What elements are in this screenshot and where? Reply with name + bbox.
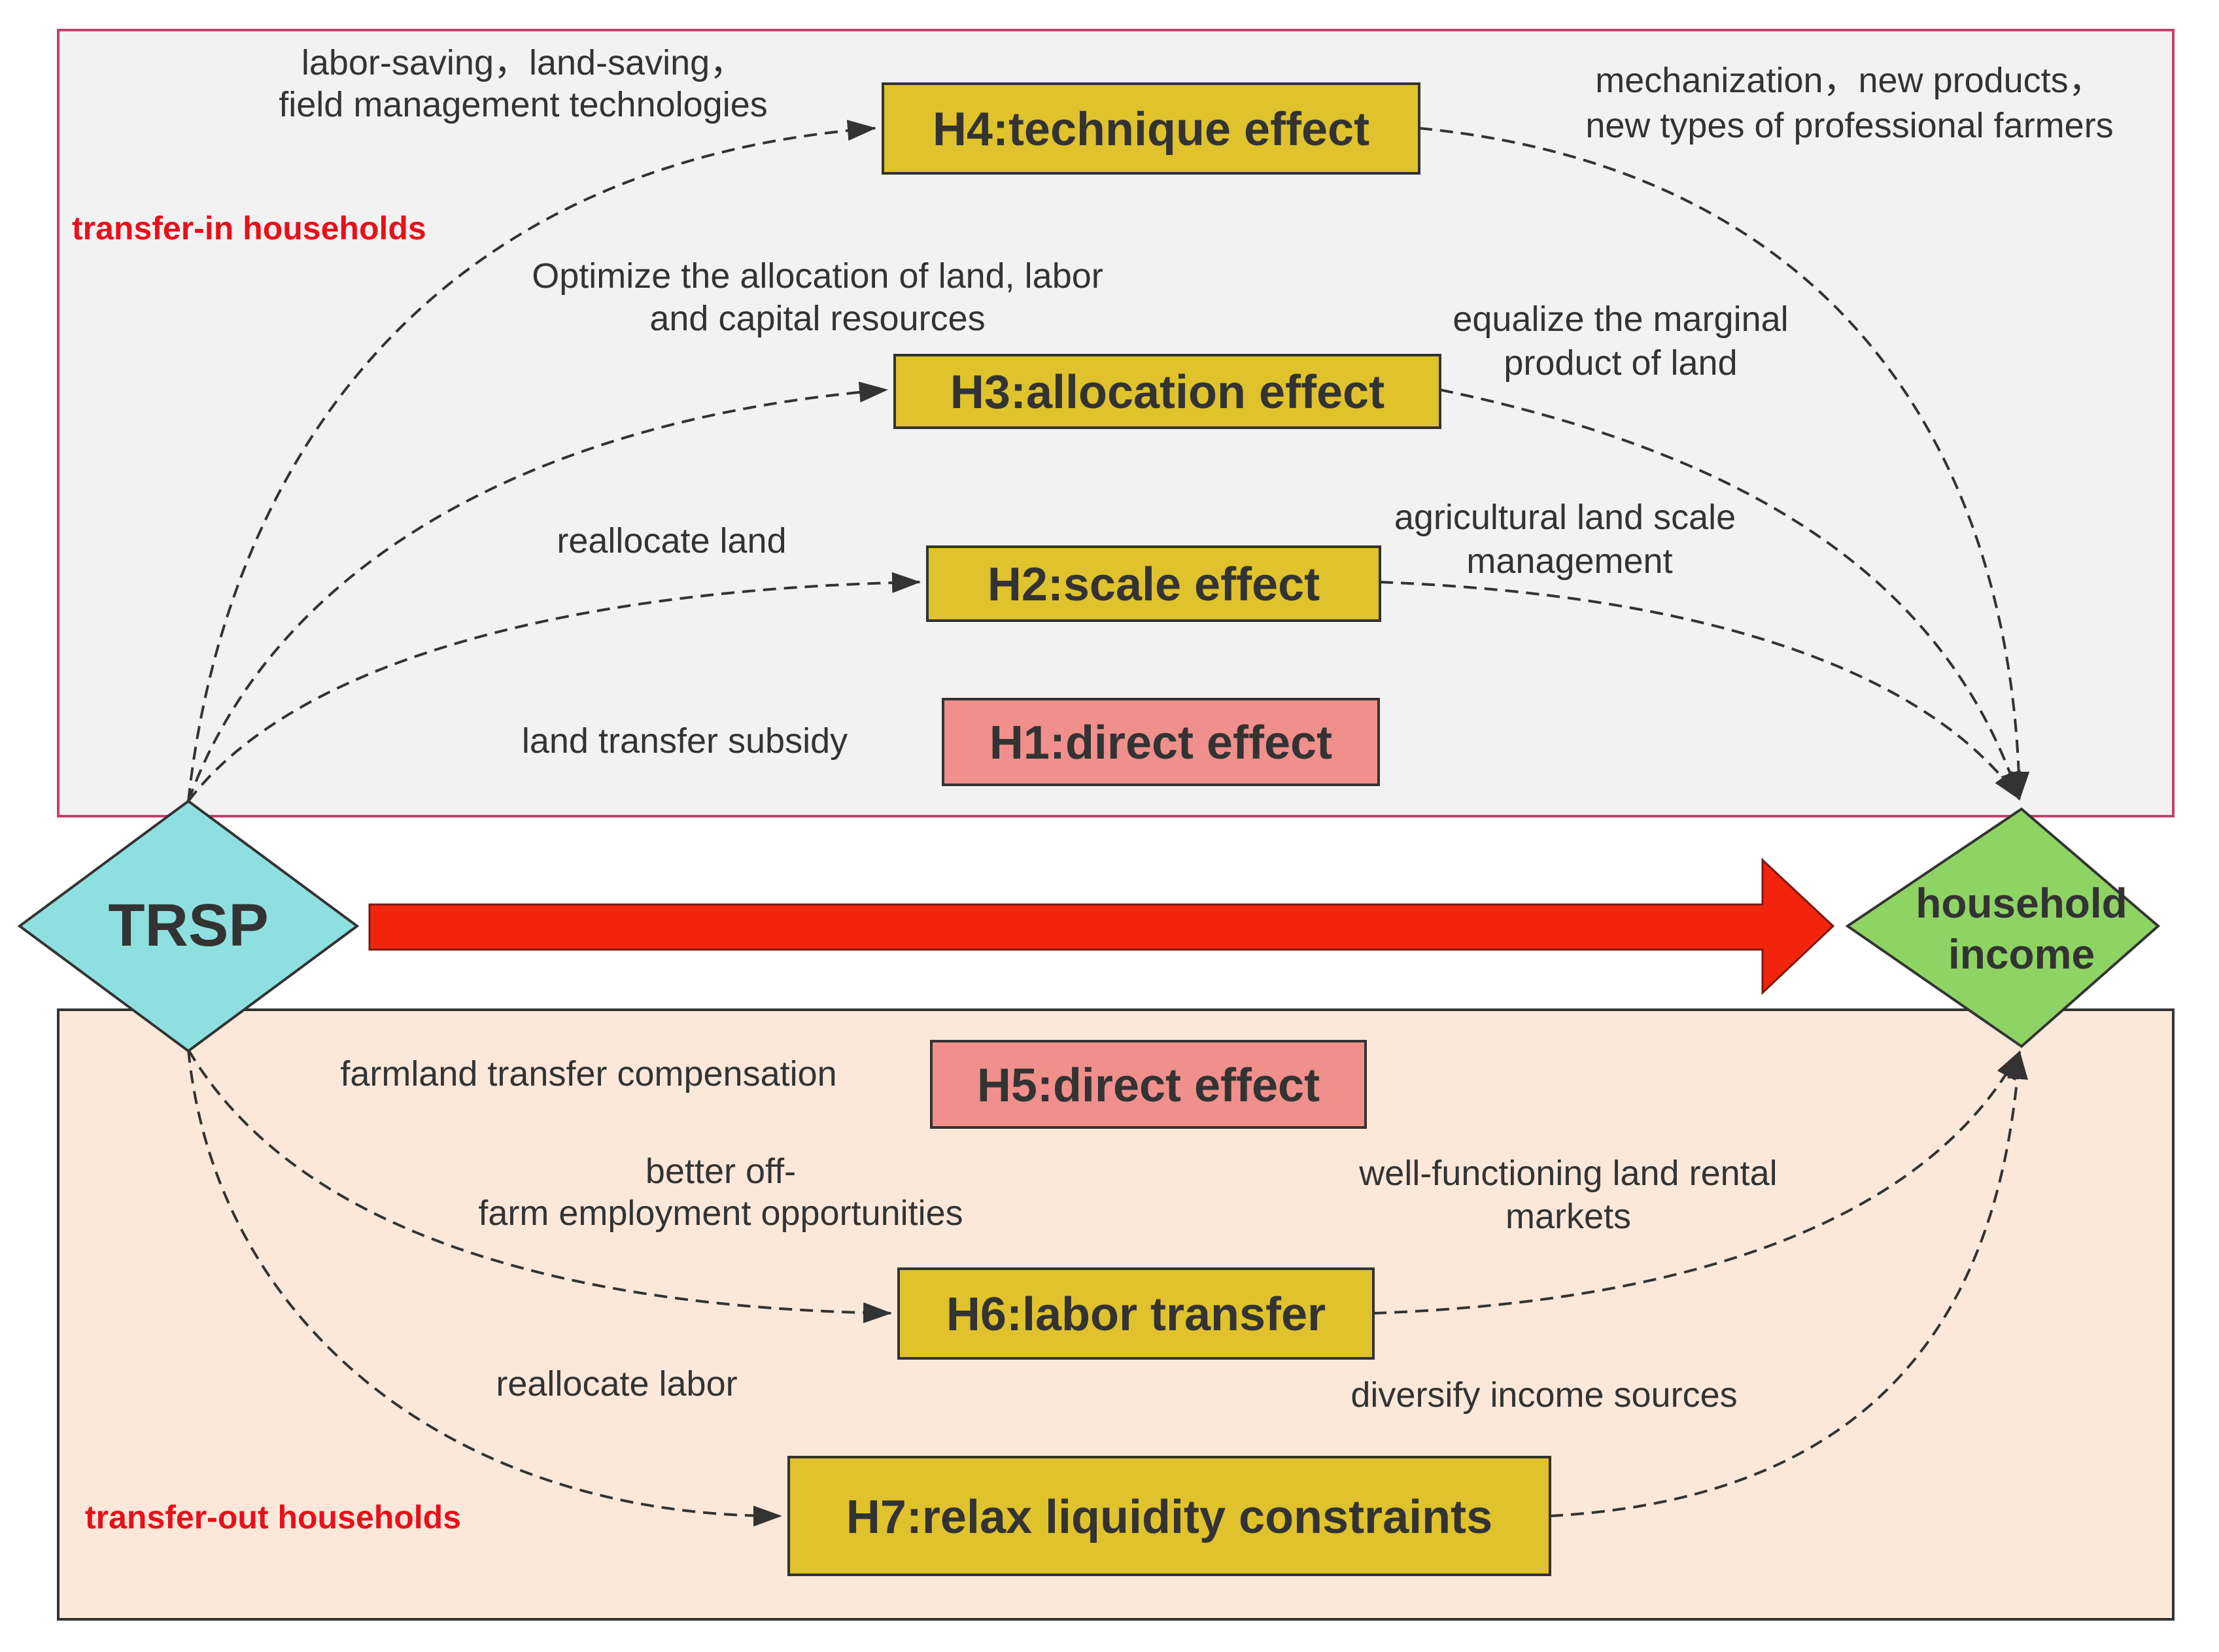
household-income-node: household income bbox=[1845, 807, 2161, 1048]
h1-box: H1:direct effect bbox=[942, 698, 1380, 786]
h5-in-label: farmland transfer compensation bbox=[340, 1054, 836, 1093]
h6-out-label-line1: well-functioning land rental bbox=[1358, 1154, 1777, 1193]
h1-label: H1:direct effect bbox=[989, 717, 1332, 769]
trsp-label: TRSP bbox=[108, 892, 268, 959]
h7-in-label: reallocate labor bbox=[496, 1364, 737, 1403]
h3-in-label-line1: Optimize the allocation of land, labor bbox=[532, 256, 1103, 296]
h3-in-label-line2: and capital resources bbox=[649, 299, 985, 338]
transfer-out-label: transfer-out households bbox=[85, 1499, 461, 1536]
path-trsp-to-h3 bbox=[187, 381, 888, 802]
h5-box: H5:direct effect bbox=[930, 1040, 1367, 1129]
h2-out-label-line2: management bbox=[1466, 542, 1672, 581]
path-h3-to-income bbox=[1439, 388, 2021, 800]
main-arrow bbox=[368, 857, 1835, 995]
h6-label: H6:labor transfer bbox=[946, 1288, 1326, 1341]
path-h7-to-income bbox=[1549, 1050, 2028, 1517]
h4-in-label-line1: labor-saving，land-saving， bbox=[301, 43, 745, 82]
h2-out-label-line1: agricultural land scale bbox=[1394, 498, 1736, 537]
h4-out-label-line2: new types of professional farmers bbox=[1585, 106, 2113, 145]
h2-box: H2:scale effect bbox=[926, 545, 1381, 622]
h4-in-label-line2: field management technologies bbox=[279, 85, 767, 124]
h6-out-label-line2: markets bbox=[1505, 1197, 1631, 1236]
h6-in-label-line2: farm employment opportunities bbox=[478, 1194, 963, 1233]
h7-out-label: diversify income sources bbox=[1350, 1375, 1737, 1415]
h2-label: H2:scale effect bbox=[988, 559, 1320, 611]
trsp-node: TRSP bbox=[17, 799, 360, 1053]
h6-box: H6:labor transfer bbox=[897, 1267, 1375, 1360]
h4-out-label-line1: mechanization，new products， bbox=[1595, 61, 2103, 100]
h3-out-label-line2: product of land bbox=[1504, 343, 1737, 383]
h3-out-label-line1: equalize the marginal bbox=[1453, 300, 1788, 339]
h3-box: H3:allocation effect bbox=[893, 354, 1441, 429]
h7-box: H7:relax liquidity constraints bbox=[787, 1456, 1551, 1576]
transfer-in-label: transfer-in households bbox=[72, 210, 426, 247]
path-trsp-to-h4 bbox=[187, 120, 876, 802]
path-trsp-to-h6 bbox=[187, 1048, 892, 1324]
path-h4-to-income bbox=[1419, 127, 2030, 800]
h4-label: H4:technique effect bbox=[933, 103, 1369, 156]
h1-in-label: land transfer subsidy bbox=[522, 721, 848, 761]
path-trsp-to-h2 bbox=[187, 572, 921, 802]
h4-box: H4:technique effect bbox=[882, 82, 1420, 175]
household-income-label-line2: income bbox=[1948, 931, 2095, 978]
h6-in-label-line1: better off- bbox=[645, 1152, 796, 1191]
h5-label: H5:direct effect bbox=[977, 1059, 1320, 1112]
h7-label: H7:relax liquidity constraints bbox=[846, 1491, 1492, 1543]
path-trsp-to-h7 bbox=[187, 1049, 782, 1527]
h2-in-label: reallocate land bbox=[557, 521, 786, 560]
path-h6-to-income bbox=[1373, 1050, 2021, 1315]
h3-label: H3:allocation effect bbox=[950, 366, 1385, 419]
household-income-label-line1: household bbox=[1916, 880, 2127, 927]
